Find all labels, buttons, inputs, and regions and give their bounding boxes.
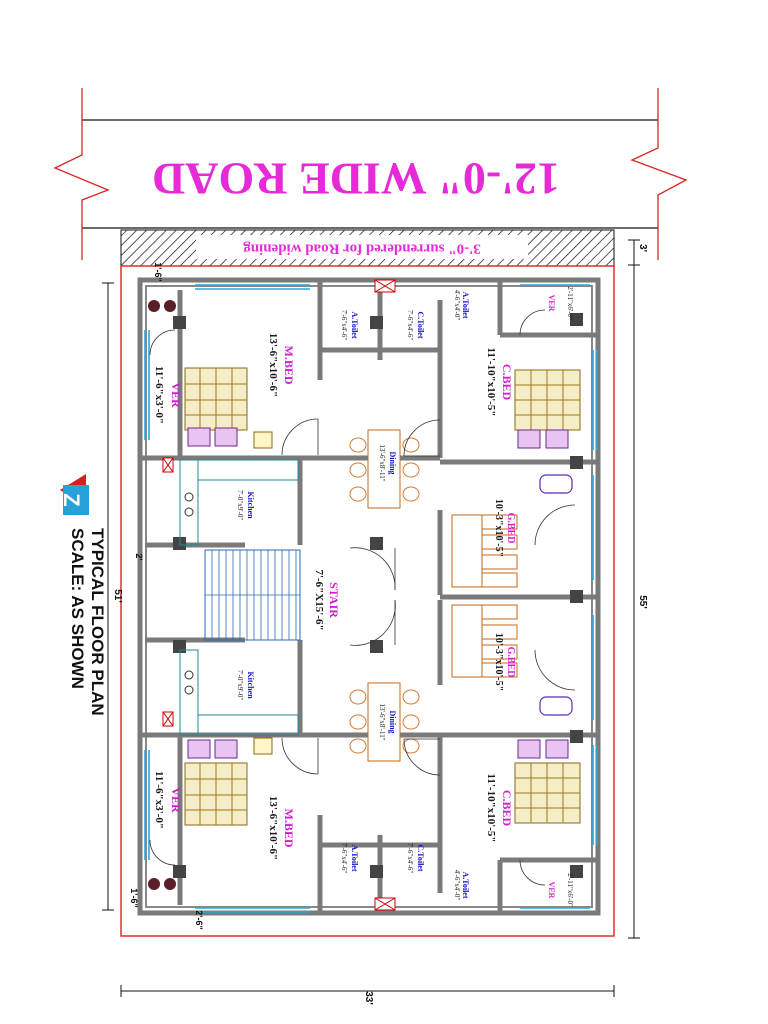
dim-road-strip: 3' [637, 244, 648, 252]
label-ver-bottom: VER [169, 787, 183, 813]
plan-title: TYPICAL FLOOR PLAN [88, 528, 107, 716]
label-ver-right-top-size: 2'-11"x6'-0" [566, 286, 574, 320]
label-dining-top: Dining [388, 451, 397, 474]
label-mbed-top-size: 13'-6"x10'-6" [267, 333, 279, 397]
label-ctoilet-bottom: C.Toilet [416, 844, 425, 871]
road-title: 12'-0" WIDE ROAD [152, 153, 560, 204]
label-ver-top-size: 11'-6"x3'-0" [153, 366, 165, 424]
label-atoilet-small-bottom: A.Toilet [461, 871, 470, 898]
label-dining-top-size: 13'-6"x8'-11" [378, 444, 386, 481]
label-ver-bottom-size: 11'-6"x3'-0" [153, 771, 165, 829]
label-gbed-bottom: G.BED [505, 647, 516, 678]
room-labels: VER 11'-6"x3'-0" VER 11'-6"x3'-0" M.BED … [153, 286, 574, 907]
mbed-bottom-bed [184, 737, 273, 826]
label-kitchen-bottom: Kitchen [246, 671, 255, 699]
windows [144, 284, 598, 913]
label-kitchen-top-size: 7'-0"x9'-0" [236, 490, 244, 521]
label-mbed-top: M.BED [282, 346, 296, 385]
label-atoilet-bottom: A.Toilet [350, 844, 359, 871]
label-cbed-bottom-size: 11'-10"x10'-5" [485, 773, 497, 842]
mbed-top-bed [184, 367, 273, 449]
label-atoilet-top-size: 7'-6"x4'-6" [340, 310, 348, 341]
dim-bottom-wall: 2'-6" [194, 910, 204, 929]
label-ctoilet-top-size: 7'-6"x4'-6" [406, 310, 414, 341]
label-cbed-top: C.BED [500, 364, 514, 401]
dim-depth-left: 51' [112, 589, 123, 603]
label-ver-top: VER [169, 382, 183, 408]
road-band: 12'-0" WIDE ROAD [53, 88, 688, 260]
staircase [204, 549, 301, 641]
label-gbed-bottom-size: 10'-3"x10'-5" [493, 633, 504, 691]
label-gbed-top: G.BED [505, 513, 516, 544]
dim-bottom-left-offset: 1'-6" [129, 888, 139, 907]
kitchen-top-counter [179, 459, 299, 546]
compass-logo: Z [59, 474, 89, 515]
label-atoilet-top: A.Toilet [350, 311, 359, 338]
surrender-note: 3'-0" surrendered for Road widening [243, 241, 481, 257]
dim-mid-tick: 2' [134, 553, 144, 560]
label-atoilet-small-top-size: 4'-6"x4'-0" [453, 290, 461, 321]
label-mbed-bottom-size: 13'-6"x10'-6" [267, 796, 279, 860]
label-atoilet-small-bottom-size: 4'-6"x4'-0" [453, 870, 461, 901]
label-stair-size: 7'-6"X15'-6" [313, 569, 325, 630]
gbed-bottom-sofa [451, 604, 518, 678]
label-cbed-bottom: C.BED [500, 790, 514, 827]
cbed-top-bed [514, 369, 581, 449]
dining-bottom-furniture [349, 682, 420, 762]
label-dining-bottom: Dining [388, 710, 397, 733]
label-ver-right-bottom: VER [547, 882, 556, 899]
label-ver-right-top: VER [547, 295, 556, 312]
label-stair: STAIR [327, 582, 341, 618]
dimension-lines: 51' 55' 3' 33' 1'-6" 1'-6" 2'-6" 2' [102, 239, 648, 1005]
label-ctoilet-top: C.Toilet [416, 311, 425, 338]
gbed-top-sofa [451, 514, 518, 588]
plan-scale: SCALE: AS SHOWN [68, 528, 87, 689]
wardrobe-bottom [539, 696, 573, 716]
dim-width-bottom: 33' [363, 991, 374, 1005]
planters [148, 279, 396, 911]
label-kitchen-bottom-size: 7'-0"x9'-0" [236, 670, 244, 701]
label-mbed-bottom: M.BED [282, 809, 296, 848]
label-ctoilet-bottom-size: 7'-6"x4'-6" [406, 843, 414, 874]
title-block: Z TYPICAL FLOOR PLAN SCALE: AS SHOWN [59, 474, 107, 716]
dining-top-furniture [349, 429, 420, 509]
label-gbed-top-size: 10'-3"x10'-5" [493, 499, 504, 557]
plot-boundary [120, 265, 615, 937]
svg-text:Z: Z [59, 493, 84, 506]
cbed-bottom-bed [514, 739, 581, 824]
door-swings [149, 309, 576, 886]
road-widening-strip: 3'-0" surrendered for Road widening [120, 229, 615, 267]
label-cbed-top-size: 11'-10"x10'-5" [485, 347, 497, 416]
wardrobe-top [539, 474, 573, 494]
dim-depth-right: 55' [637, 595, 648, 609]
label-atoilet-bottom-size: 7'-6"x4'-6" [340, 843, 348, 874]
dim-top-left-offset: 1'-6" [153, 262, 163, 281]
label-atoilet-small-top: A.Toilet [461, 291, 470, 318]
label-ver-right-bottom-size: 2'-11"x6'-0" [566, 873, 574, 907]
label-kitchen-top: Kitchen [246, 491, 255, 519]
label-dining-bottom-size: 13'-6"x8'-11" [378, 703, 386, 740]
kitchen-bottom-counter [179, 649, 299, 736]
